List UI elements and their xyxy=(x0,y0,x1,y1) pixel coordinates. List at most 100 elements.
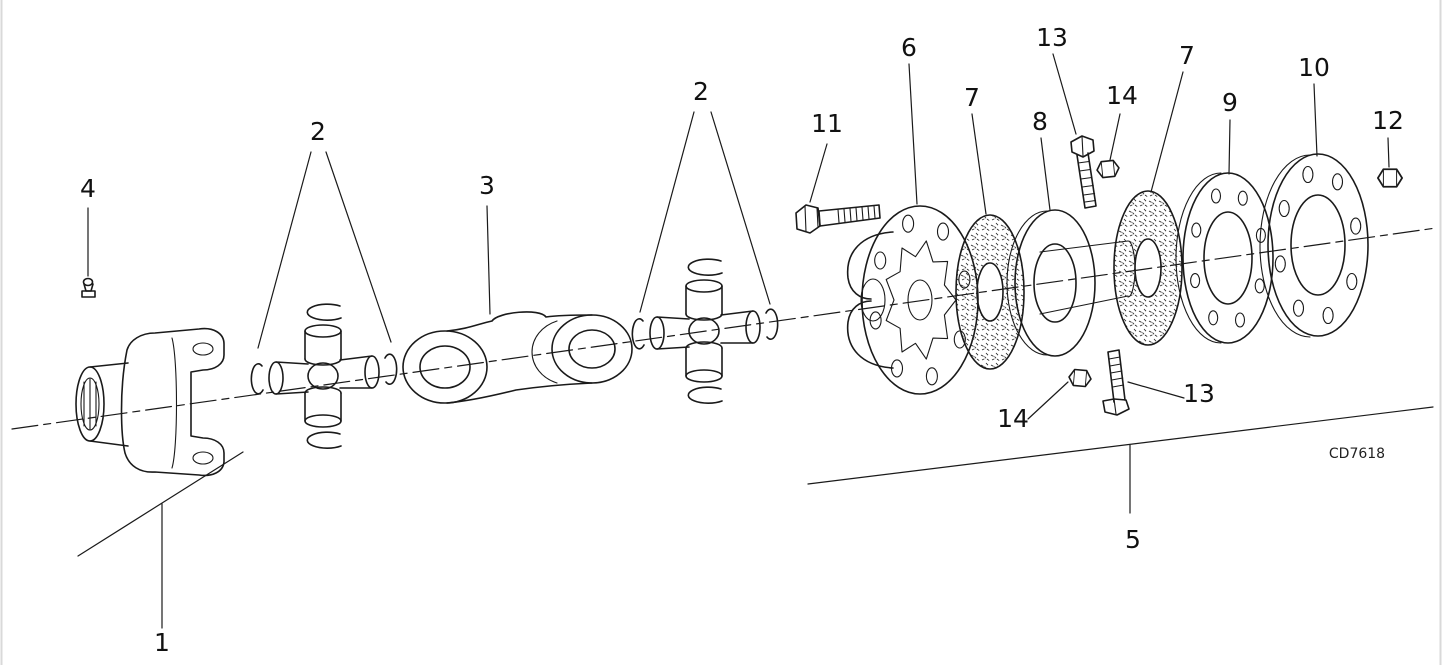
snap-ring-bottom xyxy=(306,431,342,449)
yoke-bottom-contour xyxy=(446,382,593,404)
bolt-hole xyxy=(1331,173,1344,191)
bolt-hole xyxy=(1234,312,1246,328)
part-12-nut xyxy=(1377,168,1403,188)
bearing-cup-bottom-sides xyxy=(304,392,342,422)
callout-13-a: 13 xyxy=(1036,23,1068,52)
part-3-center-yoke xyxy=(402,311,633,404)
yoke-ear-hole-bottom xyxy=(192,451,214,465)
callout-4: 4 xyxy=(80,174,96,203)
leader-7-second xyxy=(1150,71,1184,193)
callout-3: 3 xyxy=(479,171,495,200)
bolt-hole xyxy=(1274,255,1286,273)
part-14-nut-bottom xyxy=(1067,368,1093,388)
bearing-cup-top-sides xyxy=(304,330,342,360)
bolt-hole xyxy=(1346,272,1358,291)
bolt-hole xyxy=(1278,199,1290,218)
bolt-hole xyxy=(902,214,915,233)
bearing-cup-left-face xyxy=(268,361,284,395)
leader-14-bottom xyxy=(1027,381,1069,420)
leader-11 xyxy=(809,143,828,203)
bolt-hole xyxy=(1292,299,1305,317)
bolt-hole xyxy=(1237,190,1248,206)
flange-face xyxy=(1182,172,1274,344)
leader-3 xyxy=(486,205,491,315)
right-bore-outer xyxy=(551,314,633,384)
center-hole xyxy=(1203,211,1253,305)
leader-12 xyxy=(1387,137,1390,168)
shaft-top-line xyxy=(89,362,129,368)
part-14-nut-top xyxy=(1095,159,1121,179)
shaft-bottom-line xyxy=(89,440,129,447)
bearing-cup-bottom-face xyxy=(304,414,342,428)
part-13-bolt-bottom xyxy=(1102,349,1130,416)
bolt-hole xyxy=(1208,310,1219,326)
bearing-cup-left-sides xyxy=(275,361,309,395)
bolt-shank xyxy=(818,204,881,227)
bolt-head-facet xyxy=(1081,135,1084,157)
leader-7-first xyxy=(971,113,987,215)
part-2-u-joint-first xyxy=(250,303,398,449)
fitting-hex-base xyxy=(81,290,96,298)
leader-6 xyxy=(908,63,918,205)
bolt-hole xyxy=(936,222,950,241)
bracket-2-second xyxy=(639,111,771,313)
yoke-body-outline xyxy=(120,327,225,477)
leader-14-top xyxy=(1109,113,1121,161)
bolt-hole xyxy=(925,367,938,386)
flange-thickness-edge xyxy=(1259,154,1311,338)
callout-14-a: 14 xyxy=(1106,81,1138,110)
part-8-plate-disc xyxy=(1006,209,1096,357)
disc-face xyxy=(1014,209,1096,357)
part-7-friction-disc-second xyxy=(1113,190,1183,346)
bracket-1 xyxy=(77,451,244,629)
yoke-arm-hub xyxy=(860,278,886,322)
snap-ring-left xyxy=(250,363,264,395)
part-10-companion-flange xyxy=(1259,153,1369,338)
bolt-head xyxy=(795,204,821,234)
leader-13-top xyxy=(1052,53,1077,135)
bolt-threads xyxy=(1108,356,1125,388)
bolt-threads xyxy=(1077,160,1097,203)
leader-10 xyxy=(1313,83,1318,157)
leader-9 xyxy=(1228,119,1231,175)
disc-thickness-edge xyxy=(1006,210,1048,356)
yoke-top-contour xyxy=(446,311,593,332)
left-bore-inner xyxy=(419,345,471,389)
callout-7-a: 7 xyxy=(964,83,980,112)
spline-hatch xyxy=(83,378,97,430)
flange-face xyxy=(1267,153,1369,337)
bolt-shank xyxy=(1107,349,1126,403)
bearing-cup-top-face xyxy=(304,324,342,338)
leader-13-bottom xyxy=(1127,381,1185,399)
bolt-hole xyxy=(1322,306,1334,325)
yoke-shoulder-line xyxy=(171,337,178,469)
bolt-hole xyxy=(1302,165,1314,184)
bolt-threads xyxy=(837,205,876,224)
bearing-cup-right-sides xyxy=(339,355,373,389)
bolt-hole xyxy=(1191,222,1202,238)
center-hole xyxy=(1033,243,1077,323)
callout-8: 8 xyxy=(1032,107,1048,136)
callout-10: 10 xyxy=(1298,53,1330,82)
callout-2-a: 2 xyxy=(310,117,326,146)
hub-bore xyxy=(907,279,933,321)
centerline xyxy=(11,227,1437,430)
bearing-cup-right-face xyxy=(364,355,380,389)
part-7-friction-disc-first xyxy=(955,214,1025,370)
bolt-head-facets xyxy=(804,205,819,233)
callout-6: 6 xyxy=(901,33,917,62)
bolt-hole xyxy=(874,251,887,270)
callout-2-b: 2 xyxy=(693,77,709,106)
bolt-hole xyxy=(1254,278,1265,294)
yoke-arm-top xyxy=(846,231,894,300)
callout-13-b: 13 xyxy=(1183,379,1215,408)
center-hole xyxy=(1290,194,1346,296)
part-4-grease-fitting xyxy=(81,277,96,298)
bolt-head-facet xyxy=(1113,398,1117,415)
collar-lines xyxy=(1039,240,1129,315)
snap-ring-right xyxy=(384,353,398,385)
bolt-hole xyxy=(1190,273,1201,289)
part-1-drive-yoke xyxy=(75,327,225,477)
left-bore-outer xyxy=(402,330,488,404)
